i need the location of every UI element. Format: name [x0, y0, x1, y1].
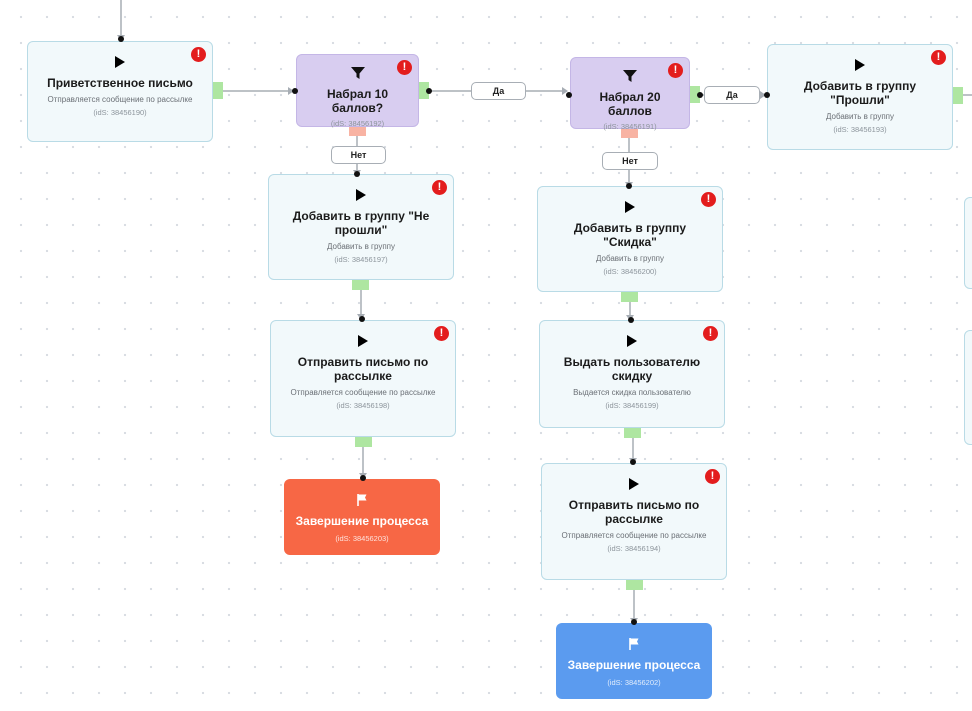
- node-add-group-passed[interactable]: Добавить в группу "Прошли" Добавить в гр…: [767, 44, 953, 150]
- node-condition-10-points[interactable]: Набрал 10 баллов? (idS: 38456192) !: [296, 54, 419, 128]
- node-title: Добавить в группу "Прошли": [803, 79, 917, 107]
- output-port-no[interactable]: [621, 129, 638, 138]
- node-id: (idS: 38456191): [603, 122, 657, 131]
- input-connector[interactable]: [359, 316, 365, 322]
- node-id: (idS: 38456198): [336, 401, 390, 410]
- node-title: Отправить письмо по рассылке: [568, 498, 700, 526]
- edge-label-yes[interactable]: Да: [704, 86, 760, 104]
- node-title: Добавить в группу "Скидка": [573, 221, 687, 249]
- node-id: (idS: 38456190): [93, 108, 147, 117]
- node-send-newsletter-right[interactable]: Отправить письмо по рассылке Отправляетс…: [541, 463, 727, 580]
- output-port-no[interactable]: [349, 127, 366, 136]
- node-offscreen-partial[interactable]: [964, 197, 972, 289]
- node-description: Отправляется сообщение по рассылке: [47, 95, 193, 104]
- node-description: Добавить в группу: [596, 254, 664, 263]
- node-id: (idS: 38456203): [335, 534, 389, 543]
- input-connector[interactable]: [630, 459, 636, 465]
- warning-icon[interactable]: !: [931, 50, 946, 65]
- node-offscreen-partial[interactable]: [964, 330, 972, 445]
- warning-icon[interactable]: !: [434, 326, 449, 341]
- node-title: Завершение процесса: [295, 514, 429, 528]
- node-description: Добавить в группу: [826, 112, 894, 121]
- input-connector[interactable]: [697, 92, 703, 98]
- node-welcome-email[interactable]: Приветственное письмо Отправляется сообщ…: [27, 41, 213, 142]
- warning-icon[interactable]: !: [397, 60, 412, 75]
- node-id: (idS: 38456194): [607, 544, 661, 553]
- warning-icon[interactable]: !: [701, 192, 716, 207]
- play-icon: [355, 187, 367, 203]
- input-connector[interactable]: [360, 475, 366, 481]
- play-icon: [854, 57, 866, 73]
- warning-icon[interactable]: !: [432, 180, 447, 195]
- node-id: (idS: 38456202): [607, 678, 661, 687]
- node-title: Отправить письмо по рассылке: [297, 355, 429, 383]
- output-port[interactable]: [621, 292, 638, 302]
- output-port[interactable]: [624, 428, 641, 438]
- node-description: Отправляется сообщение по рассылке: [290, 388, 436, 397]
- play-icon: [626, 333, 638, 349]
- filter-icon: [622, 68, 638, 84]
- warning-icon[interactable]: !: [705, 469, 720, 484]
- input-connector[interactable]: [354, 171, 360, 177]
- node-process-end-blue[interactable]: Завершение процесса (idS: 38456202): [556, 623, 712, 699]
- output-port[interactable]: [355, 437, 372, 447]
- warning-icon[interactable]: !: [703, 326, 718, 341]
- output-port[interactable]: [419, 82, 429, 99]
- flag-icon: [628, 636, 640, 652]
- node-title: Добавить в группу "Не прошли": [292, 209, 430, 237]
- node-description: Добавить в группу: [327, 242, 395, 251]
- node-description: Выдается скидка пользователю: [573, 388, 691, 397]
- node-id: (idS: 38456199): [605, 401, 659, 410]
- input-connector[interactable]: [626, 183, 632, 189]
- play-icon: [628, 476, 640, 492]
- play-icon: [357, 333, 369, 349]
- input-connector[interactable]: [292, 88, 298, 94]
- node-title: Выдать пользователю скидку: [563, 355, 701, 383]
- output-port[interactable]: [352, 280, 369, 290]
- input-connector[interactable]: [628, 317, 634, 323]
- edge-label-no[interactable]: Нет: [602, 152, 658, 170]
- flag-icon: [356, 492, 368, 508]
- input-connector[interactable]: [764, 92, 770, 98]
- node-id: (idS: 38456197): [334, 255, 388, 264]
- output-port[interactable]: [213, 82, 223, 99]
- warning-icon[interactable]: !: [191, 47, 206, 62]
- node-title: Набрал 10 баллов?: [326, 87, 389, 115]
- node-id: (idS: 38456200): [603, 267, 657, 276]
- output-port[interactable]: [690, 86, 700, 103]
- warning-icon[interactable]: !: [668, 63, 683, 78]
- output-port[interactable]: [953, 87, 963, 104]
- node-title: Завершение процесса: [567, 658, 701, 672]
- play-icon: [624, 199, 636, 215]
- node-title: Набрал 20 баллов: [599, 90, 661, 118]
- node-give-discount[interactable]: Выдать пользователю скидку Выдается скид…: [539, 320, 725, 428]
- output-port[interactable]: [626, 580, 643, 590]
- node-title: Приветственное письмо: [47, 76, 193, 90]
- node-condition-20-points[interactable]: Набрал 20 баллов (idS: 38456191) !: [570, 57, 690, 131]
- input-connector[interactable]: [118, 36, 124, 42]
- node-send-newsletter-left[interactable]: Отправить письмо по рассылке Отправляетс…: [270, 320, 456, 437]
- play-icon: [114, 54, 126, 70]
- node-id: (idS: 38456192): [330, 119, 385, 128]
- edge-label-yes[interactable]: Да: [471, 82, 526, 100]
- node-process-end-red[interactable]: Завершение процесса (idS: 38456203): [284, 479, 440, 555]
- filter-icon: [350, 65, 366, 81]
- input-connector[interactable]: [631, 619, 637, 625]
- node-add-group-failed[interactable]: Добавить в группу "Не прошли" Добавить в…: [268, 174, 454, 280]
- node-id: (idS: 38456193): [833, 125, 887, 134]
- node-description: Отправляется сообщение по рассылке: [561, 531, 707, 540]
- edge-label-no[interactable]: Нет: [331, 146, 386, 164]
- node-add-group-discount[interactable]: Добавить в группу "Скидка" Добавить в гр…: [537, 186, 723, 292]
- input-connector[interactable]: [566, 92, 572, 98]
- input-connector[interactable]: [426, 88, 432, 94]
